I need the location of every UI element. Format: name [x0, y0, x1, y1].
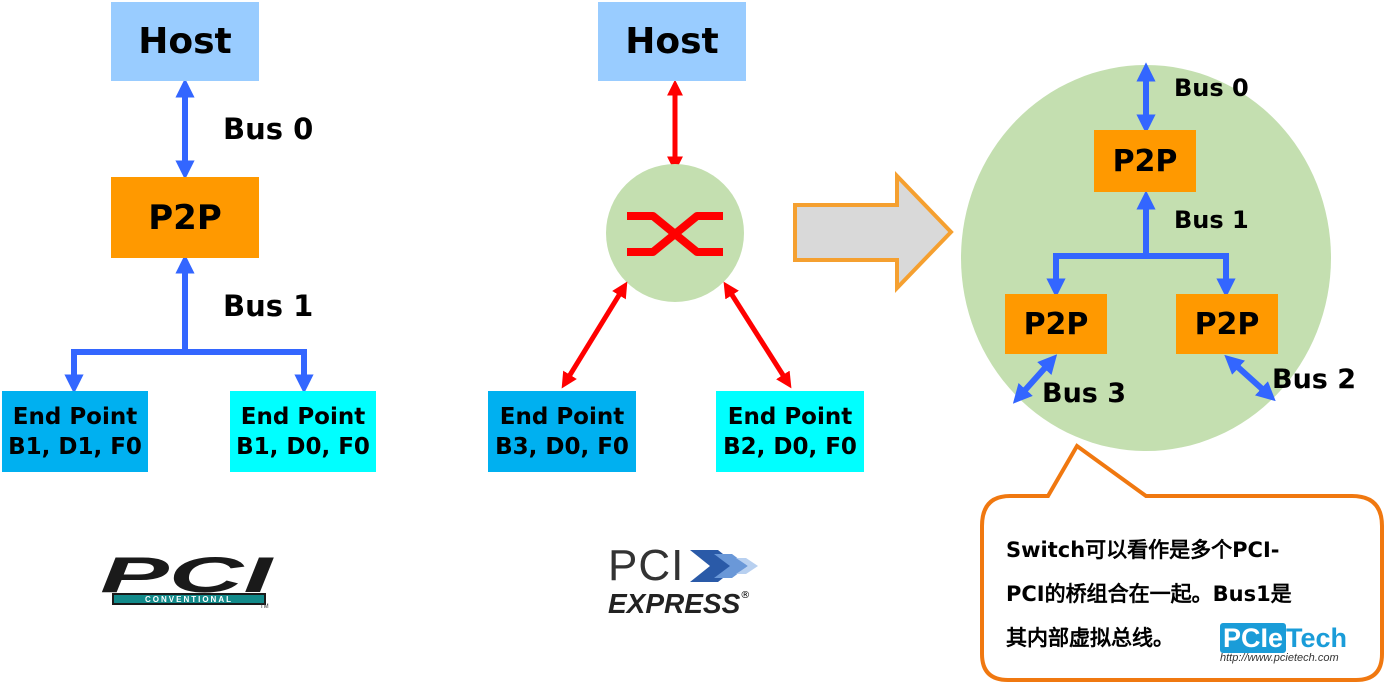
zoom-bus2-label: Bus 2: [1272, 364, 1357, 395]
endpoint-title: End Point: [240, 403, 366, 430]
brand-tech: Tech: [1286, 623, 1348, 653]
pcie-logo-reg: ®: [740, 590, 751, 601]
callout-line-3: 其内部虚拟总线。: [1006, 626, 1174, 650]
endpoint-title: End Point: [727, 403, 853, 430]
pci-logo-sub: CONVENTIONAL: [145, 595, 233, 604]
callout-text: Switch可以看作是多个PCI- PCI的桥组合在一起。Bus1是 其内部虚拟…: [1006, 528, 1366, 660]
endpoint-address: B1, D0, F0: [236, 433, 370, 460]
zoom-bus3-arrow: [1012, 354, 1058, 404]
bus0-label: Bus 0: [223, 112, 314, 146]
endpoint-title: End Point: [12, 403, 138, 430]
pcie-logo-word: PCI: [608, 541, 685, 590]
bus1-label: Bus 1: [223, 289, 314, 323]
pcie-logo-chevrons-icon: [690, 550, 759, 582]
pcie-logo-sub: EXPRESS: [608, 588, 741, 619]
zoom-bus1-label: Bus 1: [1174, 206, 1249, 234]
zoom-p2p-downstream-right: P2P: [1176, 294, 1278, 354]
endpoint-address: B3, D0, F0: [495, 433, 629, 460]
zoom-bus0-label: Bus 0: [1174, 74, 1249, 102]
pci-logo-graphic: PCI CONVENTIONAL TM: [100, 547, 274, 610]
switch-icon: [627, 212, 723, 256]
brand-url: http://www.pcietech.com: [1220, 652, 1339, 664]
endpoint-b2-d0: End Point B2, D0, F0: [716, 391, 864, 472]
endpoint-address: B2, D0, F0: [723, 433, 857, 460]
link-left-arrow: [561, 281, 628, 389]
callout-line-1: Switch可以看作是多个PCI-: [1006, 538, 1280, 562]
zoom-bus1-branch: [1046, 253, 1236, 298]
callout-line-2: PCI的桥组合在一起。Bus1是: [1006, 582, 1292, 606]
callout-bubble: [980, 443, 1384, 682]
endpoint-address: B1, D1, F0: [8, 433, 142, 460]
zoom-p2p-upstream: P2P: [1094, 130, 1196, 192]
zoom-bus2-arrow: [1224, 354, 1276, 402]
host-box-pci: Host: [111, 2, 259, 81]
p2p-bridge-box: P2P: [111, 177, 259, 258]
zoom-bus3-label: Bus 3: [1042, 378, 1127, 409]
pci-logo-tm: TM: [260, 604, 269, 608]
endpoint-title: End Point: [499, 403, 625, 430]
pci-conventional-logo: PCI CONVENTIONAL TM: [96, 547, 276, 610]
link-right-arrow: [723, 281, 792, 389]
pci-express-logo: PCI EXPRESS®: [608, 544, 762, 618]
zoom-p2p-downstream-left: P2P: [1005, 294, 1107, 354]
transform-arrow: [793, 171, 954, 293]
endpoint-b1-d0: End Point B1, D0, F0: [230, 391, 376, 472]
endpoint-b1-d1: End Point B1, D1, F0: [2, 391, 148, 472]
endpoint-b3-d0: End Point B3, D0, F0: [488, 391, 636, 472]
brand-pcie: PCIe: [1220, 623, 1287, 653]
bus1-branch: [64, 349, 314, 394]
host-box-pcie: Host: [598, 2, 746, 81]
